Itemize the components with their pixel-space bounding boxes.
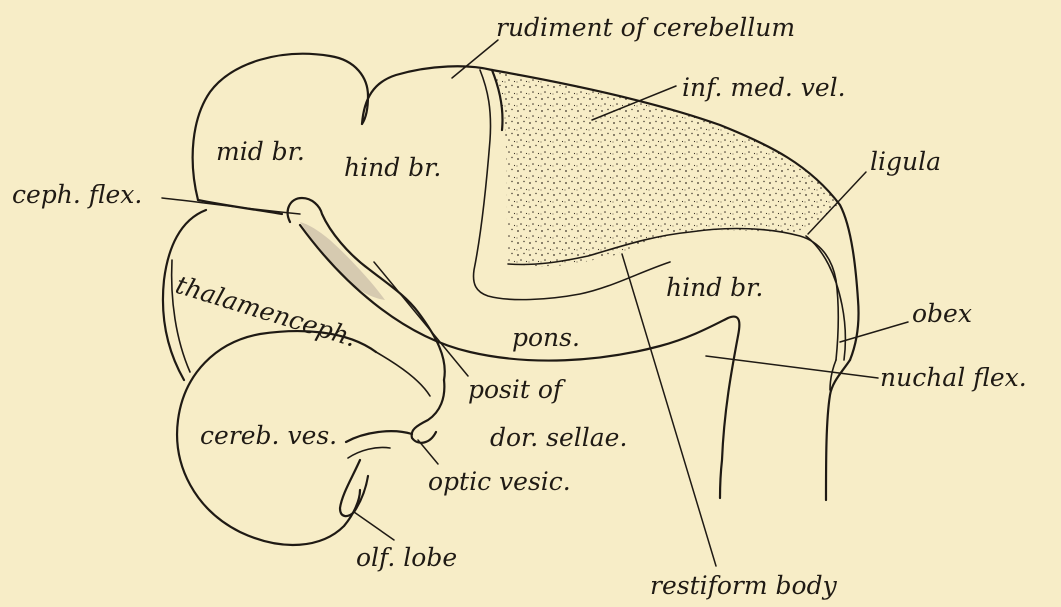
- label-optic-vesic: optic vesic.: [428, 467, 571, 496]
- label-nuchal-flex: nuchal flex.: [880, 363, 1027, 392]
- label-ceph-flex: ceph. flex.: [12, 180, 142, 209]
- label-olf-lobe: olf. lobe: [356, 543, 457, 572]
- label-inf-med-vel: inf. med. vel.: [682, 73, 846, 102]
- label-hind-br-lower: hind br.: [666, 273, 763, 302]
- label-restiform-body: restiform body: [650, 571, 838, 600]
- label-pons: pons.: [512, 323, 580, 352]
- label-ligula: ligula: [870, 147, 941, 176]
- label-rudiment-of-cerebellum: rudiment of cerebellum: [496, 13, 795, 42]
- label-cereb-ves: cereb. ves.: [200, 421, 337, 450]
- label-mid-br: mid br.: [216, 137, 305, 166]
- label-posit-of: posit of: [468, 375, 566, 404]
- label-hind-br-upper: hind br.: [344, 153, 441, 182]
- label-obex: obex: [912, 299, 972, 328]
- label-dor-sellae: dor. sellae.: [490, 423, 627, 452]
